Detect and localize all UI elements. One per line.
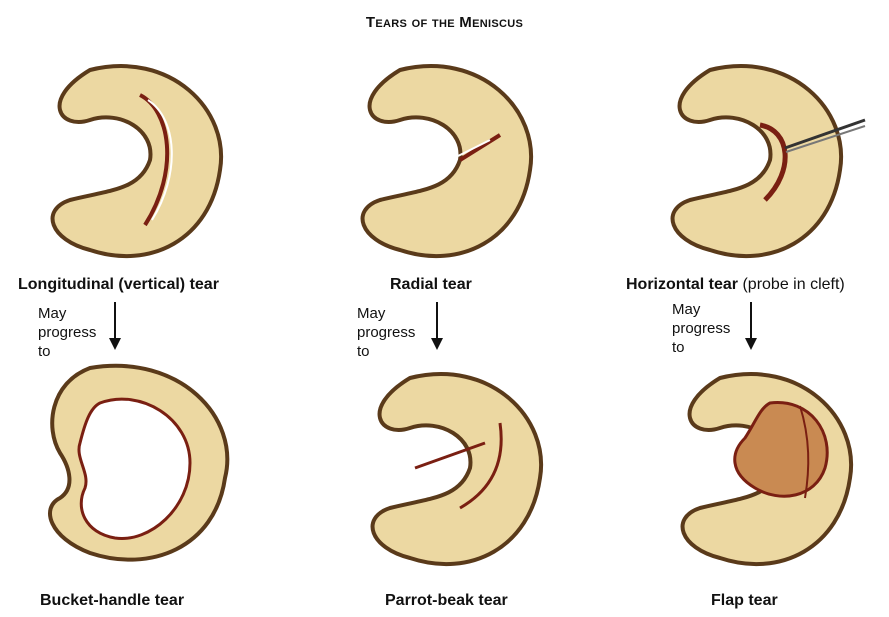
arrow-down-icon xyxy=(431,302,443,350)
label-bucket-handle: Bucket-handle tear xyxy=(40,592,185,609)
label-radial: Radial tear xyxy=(390,276,472,293)
longitudinal-tear-figure xyxy=(30,50,250,280)
parrot-beak-tear-figure xyxy=(350,358,570,588)
label-longitudinal: Longitudinal (vertical) tear xyxy=(18,276,219,293)
label-parrot-beak: Parrot-beak tear xyxy=(385,592,508,609)
horizontal-tear-figure xyxy=(650,50,870,280)
radial-tear-figure xyxy=(340,50,560,280)
diagram-title: Tears of the Meniscus xyxy=(365,14,524,31)
label-flap: Flap tear xyxy=(711,592,778,609)
label-horizontal: Horizontal tear (probe in cleft) xyxy=(626,276,845,293)
flap-tear-figure xyxy=(660,358,880,588)
bucket-handle-tear-figure xyxy=(30,358,250,588)
arrow-down-icon xyxy=(745,302,757,350)
arrow-down-icon xyxy=(109,302,121,350)
